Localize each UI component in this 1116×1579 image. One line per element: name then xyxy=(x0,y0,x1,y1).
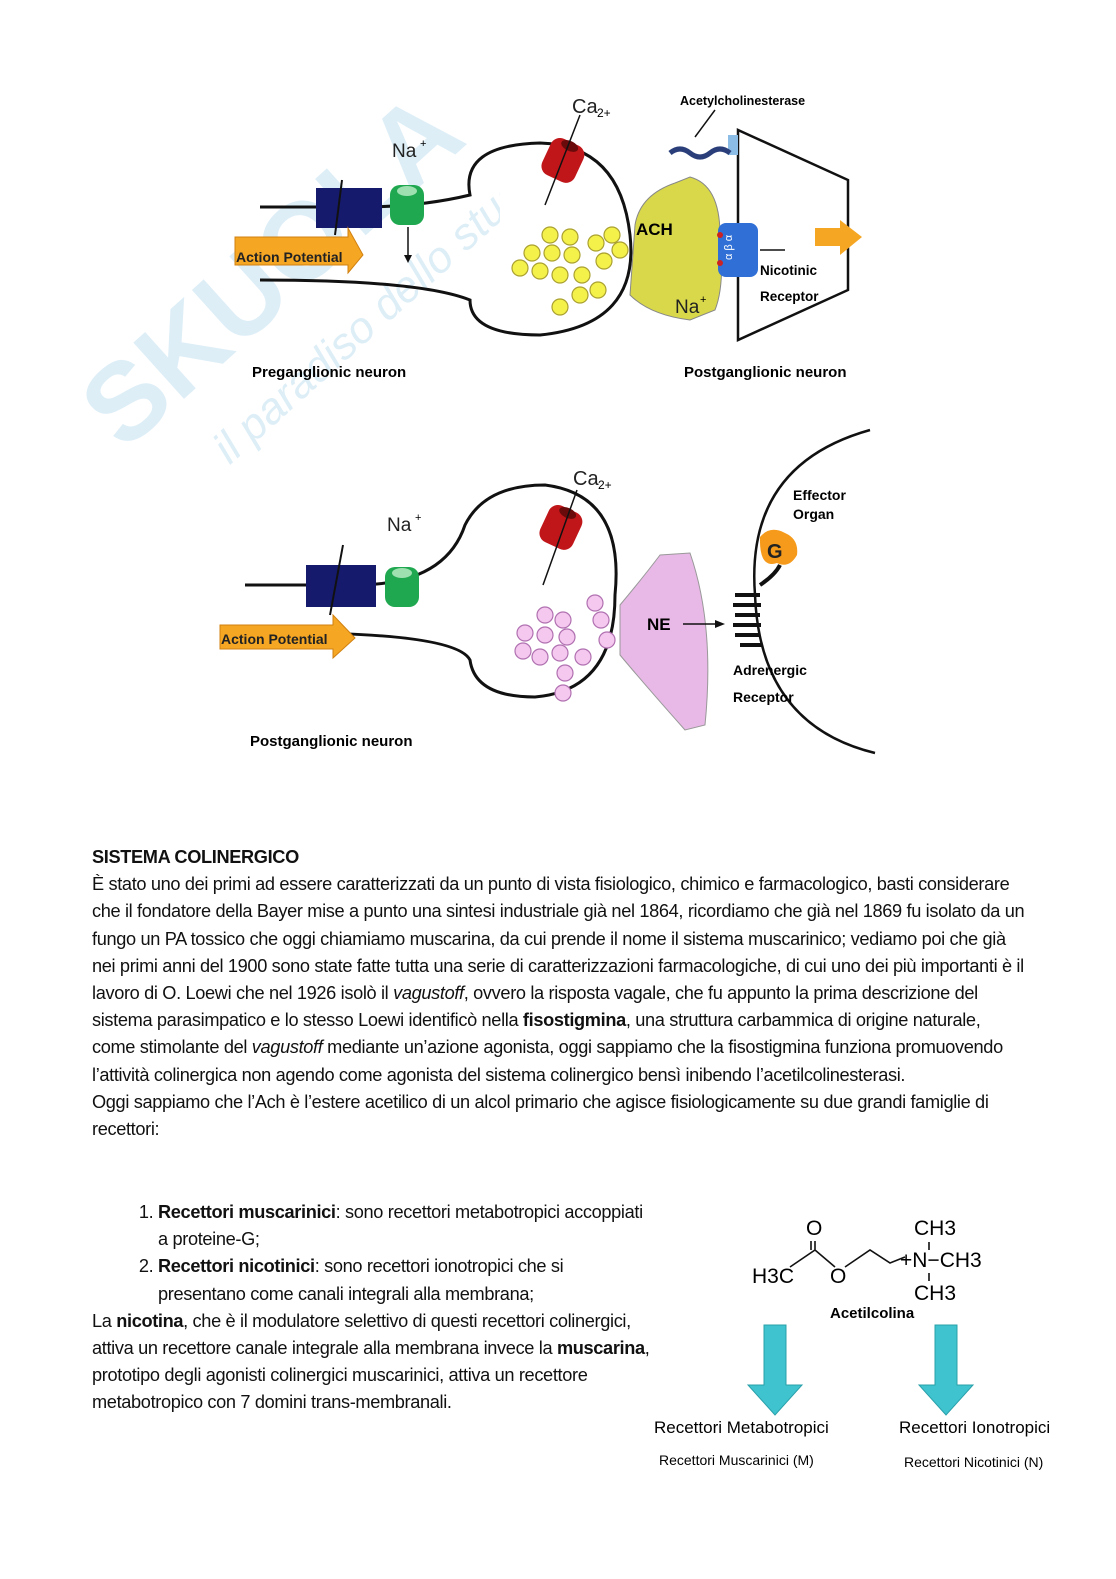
svg-text:Recettori Metabotropici: Recettori Metabotropici xyxy=(654,1418,829,1437)
text-run: , ovvero la risposta vagale, che fu appu… xyxy=(92,983,978,1031)
svg-text:Recettori Muscarinici (M): Recettori Muscarinici (M) xyxy=(659,1452,814,1468)
svg-text:Action Potential: Action Potential xyxy=(236,249,343,265)
svg-text:2+: 2+ xyxy=(597,106,611,120)
svg-text:Recettori Ionotropici: Recettori Ionotropici xyxy=(899,1418,1050,1437)
paragraph-2: Oggi sappiamo che l’Ach è l’estere aceti… xyxy=(92,1091,989,1140)
svg-text:+: + xyxy=(420,138,426,150)
svg-text:Na: Na xyxy=(392,141,417,162)
text-run: mediante un’azione agonista, oggi sappia… xyxy=(92,1037,1003,1085)
svg-text:NE: NE xyxy=(647,615,671,634)
sodium-pump xyxy=(316,188,382,228)
svg-text:Postganglionic neuron: Postganglionic neuron xyxy=(250,733,413,750)
svg-text:CH3: CH3 xyxy=(914,1282,956,1305)
svg-text:Action Potential: Action Potential xyxy=(221,631,328,647)
acetylcholine-structure: O H3C O CH3 +N−CH3 CH3 Acetilcolina Rece… xyxy=(654,1217,1050,1470)
receptor-text: Recettori muscarinici: sono recettori me… xyxy=(92,1199,652,1417)
svg-text:H3C: H3C xyxy=(752,1265,794,1288)
sodium-channel xyxy=(390,185,424,225)
svg-text:Postganglionic neuron: Postganglionic neuron xyxy=(684,364,847,381)
svg-text:Adrenergic: Adrenergic xyxy=(733,662,807,678)
svg-text:+N−CH3: +N−CH3 xyxy=(900,1249,982,1272)
svg-text:+: + xyxy=(700,294,706,306)
receptor-list: Recettori muscarinici: sono recettori me… xyxy=(92,1199,652,1308)
svg-text:O: O xyxy=(830,1265,846,1288)
svg-text:Na: Na xyxy=(387,515,412,536)
arrow-down-icon xyxy=(746,1324,804,1416)
italic-term: vagustoff xyxy=(251,1037,323,1058)
section-heading: SISTEMA COLINERGICO xyxy=(92,847,299,867)
svg-text:Receptor: Receptor xyxy=(733,689,794,705)
watermark-logo: SKUOLA il paradiso dello studente xyxy=(58,68,500,472)
svg-text:Nicotinic: Nicotinic xyxy=(760,263,817,278)
svg-text:O: O xyxy=(806,1217,822,1240)
vesicles xyxy=(511,226,629,316)
svg-text:Ca: Ca xyxy=(573,468,599,490)
svg-text:Organ: Organ xyxy=(793,506,834,522)
svg-text:α β α: α β α xyxy=(723,234,735,260)
bold-term: fisostigmina xyxy=(522,1010,626,1031)
svg-text:Acetylcholinesterase: Acetylcholinesterase xyxy=(680,94,805,108)
svg-text:Ca: Ca xyxy=(572,96,598,118)
text-run: , una struttura carbammica di origine na… xyxy=(92,1010,981,1058)
paragraph-3: La nicotina, che è il modulatore seletti… xyxy=(92,1310,650,1413)
svg-text:+: + xyxy=(415,512,421,524)
italic-term: vagustoff xyxy=(393,983,464,1004)
svg-text:Acetilcolina: Acetilcolina xyxy=(830,1305,915,1322)
list-item: Recettori muscarinici: sono recettori me… xyxy=(158,1199,652,1253)
svg-text:2+: 2+ xyxy=(598,478,612,492)
arrow-down-icon xyxy=(917,1324,975,1416)
main-text: SISTEMA COLINERGICO È stato uno dei prim… xyxy=(92,844,1027,1143)
svg-text:CH3: CH3 xyxy=(914,1217,956,1240)
svg-text:Preganglionic neuron: Preganglionic neuron xyxy=(252,364,406,381)
svg-text:Recettori Nicotinici (N): Recettori Nicotinici (N) xyxy=(904,1454,1043,1470)
nicotinic-receptor xyxy=(718,223,758,277)
text-run: È stato uno dei primi ad essere caratter… xyxy=(92,874,1025,1004)
svg-text:ACH: ACH xyxy=(636,220,673,239)
svg-text:Na: Na xyxy=(675,297,700,318)
svg-text:Effector: Effector xyxy=(793,487,846,503)
svg-text:G: G xyxy=(767,541,783,563)
list-item: Recettori nicotinici: sono recettori ion… xyxy=(158,1253,652,1307)
paragraph-1: È stato uno dei primi ad essere caratter… xyxy=(92,871,1027,1089)
nicotinic-synapse-diagram: Action Potential ACH Na+ α β α Acetylcho… xyxy=(234,94,862,381)
svg-text:Receptor: Receptor xyxy=(760,289,819,304)
